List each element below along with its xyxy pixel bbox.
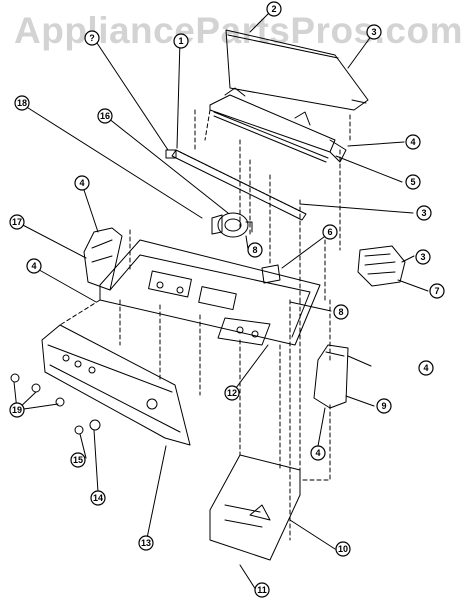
- callout-12: 12: [227, 388, 237, 398]
- timer: [357, 245, 406, 287]
- leader-lines: [13, 11, 429, 591]
- console-panel: [99, 239, 321, 346]
- knobs: [10, 373, 101, 435]
- callout-15: 15: [73, 455, 83, 465]
- callout-3-strip: 3: [421, 208, 426, 218]
- callout-4-left: 4: [31, 261, 36, 271]
- callout-8-switch: 8: [252, 245, 257, 255]
- callout-9: 9: [381, 401, 386, 411]
- callout-18: 18: [17, 98, 27, 108]
- screw-strip: [171, 149, 307, 221]
- small-bolt: [165, 149, 177, 159]
- callout-17: 17: [12, 217, 22, 227]
- callout-11: 11: [257, 585, 267, 595]
- callout-circles: [9, 1, 445, 598]
- right-end-cap: [313, 344, 349, 409]
- callout-16: 16: [100, 111, 110, 121]
- callout-4-leftcap: 4: [79, 178, 84, 188]
- callout-unknown: ?: [89, 33, 95, 43]
- callout-8-panel: 8: [338, 307, 343, 317]
- selector-switch: [211, 212, 253, 238]
- callout-3-top: 3: [371, 27, 376, 37]
- small-switch: [261, 264, 281, 284]
- callout-4-rail: 4: [410, 137, 415, 147]
- callout-5: 5: [410, 177, 415, 187]
- callout-2: 2: [271, 4, 276, 14]
- front-control-panel: [41, 324, 191, 446]
- assembly-guide-lines: [59, 109, 351, 541]
- callout-7: 7: [434, 286, 439, 296]
- callout-6: 6: [327, 227, 332, 237]
- top-rail: [209, 87, 347, 163]
- callout-3-timer: 3: [420, 252, 425, 262]
- callout-14: 14: [93, 493, 103, 503]
- callout-4-rightcap: 4: [423, 363, 428, 373]
- callout-1: 1: [178, 36, 183, 46]
- base-plate: [209, 454, 301, 561]
- callout-13: 13: [141, 538, 151, 548]
- left-end-cap: [83, 227, 123, 291]
- callout-4-bottom: 4: [315, 448, 320, 458]
- callout-19: 19: [12, 405, 22, 415]
- top-cover-strip: [225, 29, 369, 111]
- callout-10: 10: [338, 544, 348, 554]
